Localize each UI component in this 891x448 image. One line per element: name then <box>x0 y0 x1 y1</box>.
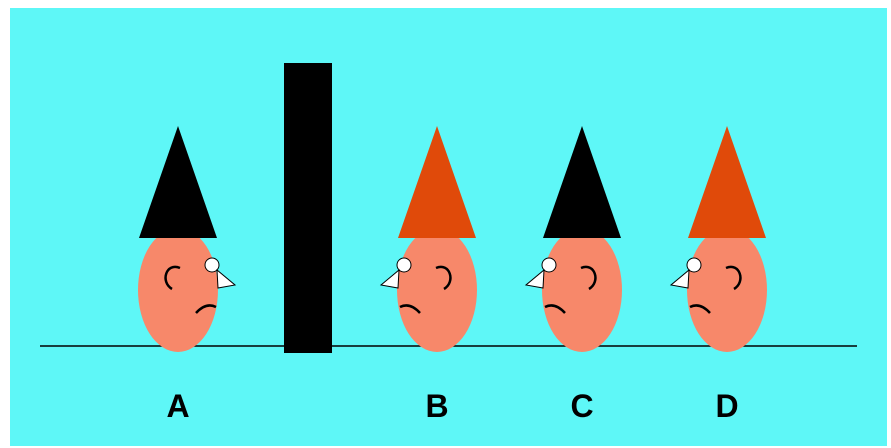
label-b: B <box>407 388 467 425</box>
wall <box>284 63 332 353</box>
person-c <box>526 126 622 352</box>
label-c: C <box>552 388 612 425</box>
nose-d <box>671 270 689 288</box>
hat-b <box>398 126 476 238</box>
person-a <box>138 126 235 352</box>
face-d <box>687 228 767 352</box>
face-a <box>138 228 218 352</box>
nose-c <box>526 270 544 288</box>
label-d: D <box>697 388 757 425</box>
nose-a <box>217 270 235 288</box>
hat-c <box>543 126 621 238</box>
face-b <box>397 228 477 352</box>
person-b <box>381 126 477 352</box>
face-c <box>542 228 622 352</box>
hat-d <box>688 126 766 238</box>
label-a: A <box>148 388 208 425</box>
nose-b <box>381 270 399 288</box>
person-d <box>671 126 767 352</box>
hat-a <box>139 126 217 238</box>
